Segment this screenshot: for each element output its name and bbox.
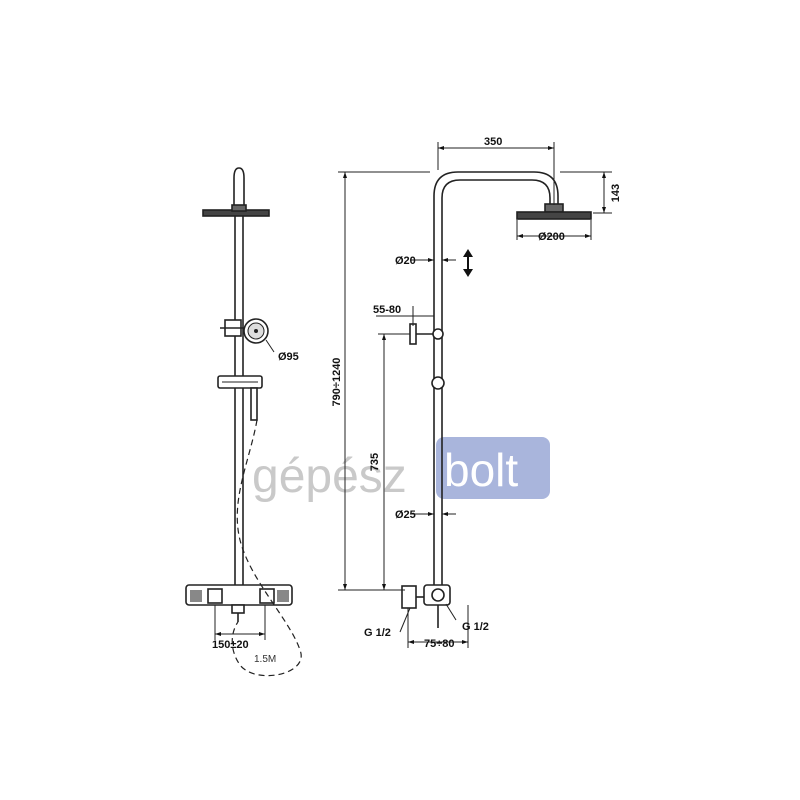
- label-hose-length: 1.5M: [254, 654, 276, 665]
- mixer-left-knob: [190, 590, 202, 602]
- label-inlet-spacing: 150±20: [212, 639, 249, 651]
- arrow-150-r: [259, 632, 265, 636]
- arrow-350-r: [548, 146, 554, 150]
- arrow-75-l: [408, 640, 414, 644]
- leader-g12-right: [445, 603, 457, 621]
- bracket-clamp: [432, 328, 444, 340]
- front-view: [185, 167, 302, 677]
- dimension-arrowheads: [215, 146, 606, 644]
- shower-arm-stub: [233, 167, 245, 215]
- side-view: [401, 171, 592, 628]
- arrow-20-r: [442, 258, 448, 262]
- label-head-drop: 143: [610, 184, 622, 202]
- label-mixer-depth: 75÷80: [424, 638, 455, 650]
- slider-knob: [431, 376, 445, 390]
- wall-bracket-plate: [409, 323, 417, 345]
- label-upper-pipe-diameter: Ø20: [395, 255, 416, 267]
- label-head-reach: 350: [484, 136, 502, 148]
- arrow-25-r: [442, 512, 448, 516]
- rain-head-plate: [516, 211, 592, 220]
- arrow-total-t: [343, 172, 347, 178]
- label-inlet-thread-right: G 1/2: [462, 621, 489, 633]
- wall-inlet-fitting: [401, 585, 417, 609]
- hand-shower-handle: [250, 387, 258, 421]
- mixer-inlet-right: [259, 588, 275, 604]
- rain-head-joint: [544, 203, 564, 213]
- arrow-200-l: [517, 234, 523, 238]
- watermark-box: [436, 437, 550, 499]
- watermark-text-gepesz: gépész: [252, 450, 407, 503]
- arrow-20-l: [428, 258, 434, 262]
- height-adjust-arrow-icon: [463, 249, 473, 277]
- mixer-inlet-left: [207, 588, 223, 604]
- riser-inner: [441, 179, 551, 590]
- label-lower-pipe-diameter: Ø25: [395, 509, 416, 521]
- mixer-side-knob: [431, 588, 445, 602]
- label-inlet-thread-left: G 1/2: [364, 627, 391, 639]
- dimension-inlet-spacing: [214, 605, 266, 640]
- arrow-143-b: [602, 207, 606, 213]
- arrow-25-l: [428, 512, 434, 516]
- label-wall-offset: 55-80: [373, 304, 401, 316]
- label-total-height: 790÷1240: [331, 358, 343, 407]
- arrow-total-b: [343, 584, 347, 590]
- hand-shower-center: [254, 329, 258, 333]
- leader-g12-left: [399, 607, 411, 633]
- hand-shower-leader: [265, 339, 275, 353]
- watermark-logo: gépész bolt: [252, 437, 550, 503]
- watermark-text-bolt: bolt: [444, 444, 518, 496]
- arrow-143-t: [602, 172, 606, 178]
- label-lower-height: 735: [369, 453, 381, 471]
- arrow-200-r: [585, 234, 591, 238]
- riser-outer: [433, 171, 559, 590]
- mixer-outlet: [231, 604, 245, 614]
- label-hand-shower-diameter: Ø95: [278, 351, 299, 363]
- shower-hose-dashed: [231, 419, 302, 677]
- shower-head-joint: [231, 204, 247, 212]
- arrow-735-t: [382, 334, 386, 340]
- mixer-right-knob: [277, 590, 289, 602]
- arrow-350-l: [438, 146, 444, 150]
- arrow-735-b: [382, 584, 386, 590]
- label-head-diameter: Ø200: [538, 231, 565, 243]
- side-dimensions: [338, 142, 612, 648]
- arrow-75-r: [462, 640, 468, 644]
- arrow-150-l: [215, 632, 221, 636]
